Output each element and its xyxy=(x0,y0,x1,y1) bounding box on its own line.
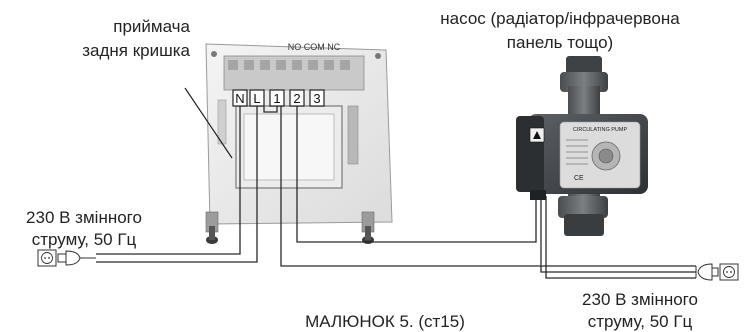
wiring xyxy=(96,106,696,279)
receiver-back-cover xyxy=(205,43,393,244)
terminal-l: L xyxy=(253,91,260,106)
right-power-label-line1: 230 В змінного xyxy=(582,290,698,309)
receiver-leader-line xyxy=(184,87,233,159)
right-power-plug xyxy=(695,263,739,281)
pump-label-line2: панель тощо) xyxy=(506,33,614,52)
figure-caption: МАЛЮНОК 5. (ст15) xyxy=(305,312,465,331)
terminal-2: 2 xyxy=(293,91,300,106)
left-power-plug xyxy=(37,249,96,267)
left-power-label-line1: 230 В змінного xyxy=(26,208,142,227)
pump-label-line1: насос (радіатор/інфрачервона xyxy=(440,9,680,28)
relay-contact-labels: NO COM NC xyxy=(288,42,341,52)
right-power-label-line2: струму, 50 Гц xyxy=(587,312,693,331)
left-power-label-line2: струму, 50 Гц xyxy=(31,230,137,249)
receiver-label-line2: задня кришка xyxy=(82,41,190,60)
circulation-pump: CIRCULATING PUMP CE xyxy=(516,56,648,236)
terminal-block: N L 1 2 3 xyxy=(232,89,325,107)
terminal-n: N xyxy=(235,91,244,106)
terminal-3: 3 xyxy=(313,91,320,106)
receiver-label-line1: приймача xyxy=(113,17,190,36)
pump-nameplate-text: CIRCULATING PUMP xyxy=(573,127,628,133)
terminal-1: 1 xyxy=(273,91,280,106)
pump-ce-mark: CE xyxy=(574,175,584,182)
